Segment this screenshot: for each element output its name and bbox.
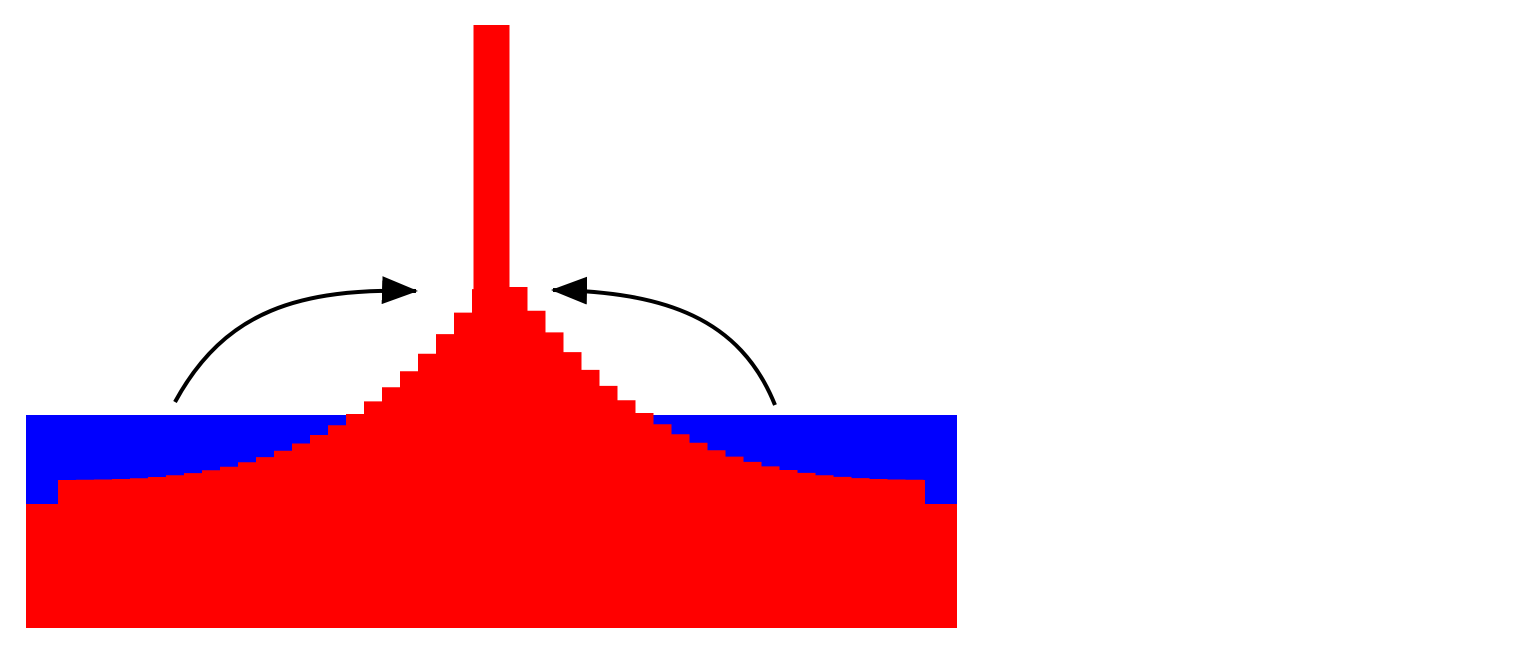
red-lower-layer-with-stepped-spike (26, 25, 957, 628)
left-inflow-arrow (173, 276, 418, 403)
right-inflow-arrow (551, 276, 777, 406)
